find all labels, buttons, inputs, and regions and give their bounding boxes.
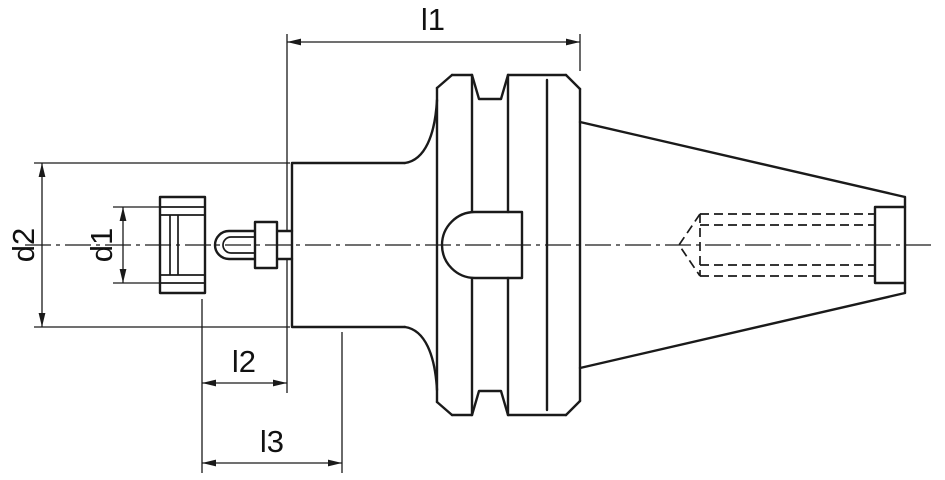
dimension-l2: l2 <box>201 299 343 473</box>
dimension-label-l3: l3 <box>260 424 284 459</box>
coolant-tube-outer <box>213 229 294 261</box>
dimension-l1: l1 <box>286 2 581 393</box>
coolant-tube-inner <box>222 236 257 254</box>
v-groove-bottom <box>470 389 510 417</box>
internal-thread-hidden-lines <box>677 213 875 277</box>
grip-slot <box>440 210 524 280</box>
nut-outline <box>158 195 207 295</box>
dimension-label-l2: l2 <box>232 344 256 379</box>
nut-detail-lines <box>160 206 205 284</box>
dimension-label-l1: l1 <box>421 2 445 37</box>
v-groove-top <box>470 73 510 101</box>
dimension-l3: l3 <box>202 424 342 467</box>
body-cylinder <box>290 161 407 329</box>
